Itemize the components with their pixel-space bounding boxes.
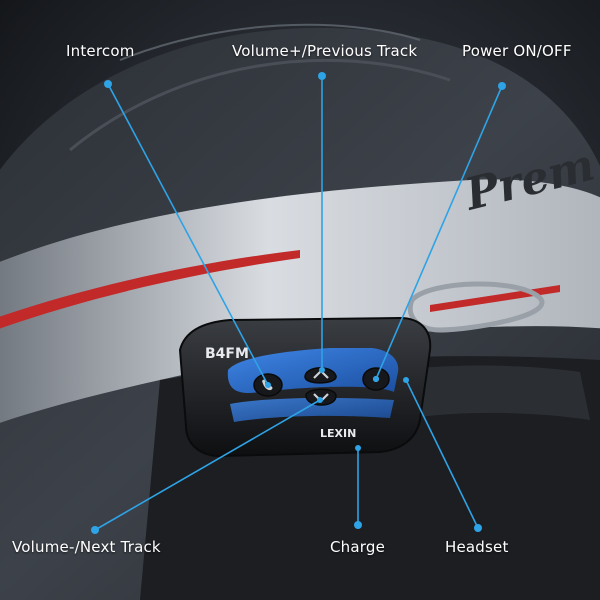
device-brand-text: LEXIN (320, 427, 356, 440)
callout-dots (91, 72, 506, 534)
device-model-text: B4FM (205, 346, 249, 362)
dot-intercom (104, 80, 112, 88)
helmet-seam (69, 58, 451, 152)
helmet-vent-line (119, 23, 421, 61)
label-power: Power ON/OFF (462, 42, 572, 60)
label-charge: Charge (330, 538, 386, 556)
label-intercom: Intercom (66, 42, 135, 60)
helmet-clamp (400, 365, 590, 420)
dot-power (498, 82, 506, 90)
helmet-red-stripe (0, 250, 300, 329)
device-blue-accent-bottom (230, 397, 394, 422)
leader-power (375, 85, 503, 380)
callout-leaders (94, 76, 503, 531)
leader-intercom (107, 83, 269, 386)
anchor-intercom (265, 382, 271, 388)
dot-volume-up (318, 72, 326, 80)
label-headset: Headset (445, 538, 509, 556)
phone-icon (262, 379, 273, 391)
volume-up-button[interactable] (304, 367, 337, 384)
anchor-power (373, 376, 379, 382)
anchor-charge (355, 445, 361, 451)
helmet-white-band (0, 179, 600, 423)
leader-headset (405, 379, 479, 529)
anchor-volume-down (317, 397, 323, 403)
anchor-headset (403, 377, 409, 383)
dot-volume-down (91, 526, 99, 534)
label-volume-up: Volume+/Previous Track (232, 42, 418, 60)
leader-volume-down (94, 399, 321, 531)
dot-headset (474, 524, 482, 532)
anchor-volume-up (319, 367, 325, 373)
dot-charge (354, 521, 362, 529)
label-volume-down: Volume-/Next Track (12, 538, 161, 556)
